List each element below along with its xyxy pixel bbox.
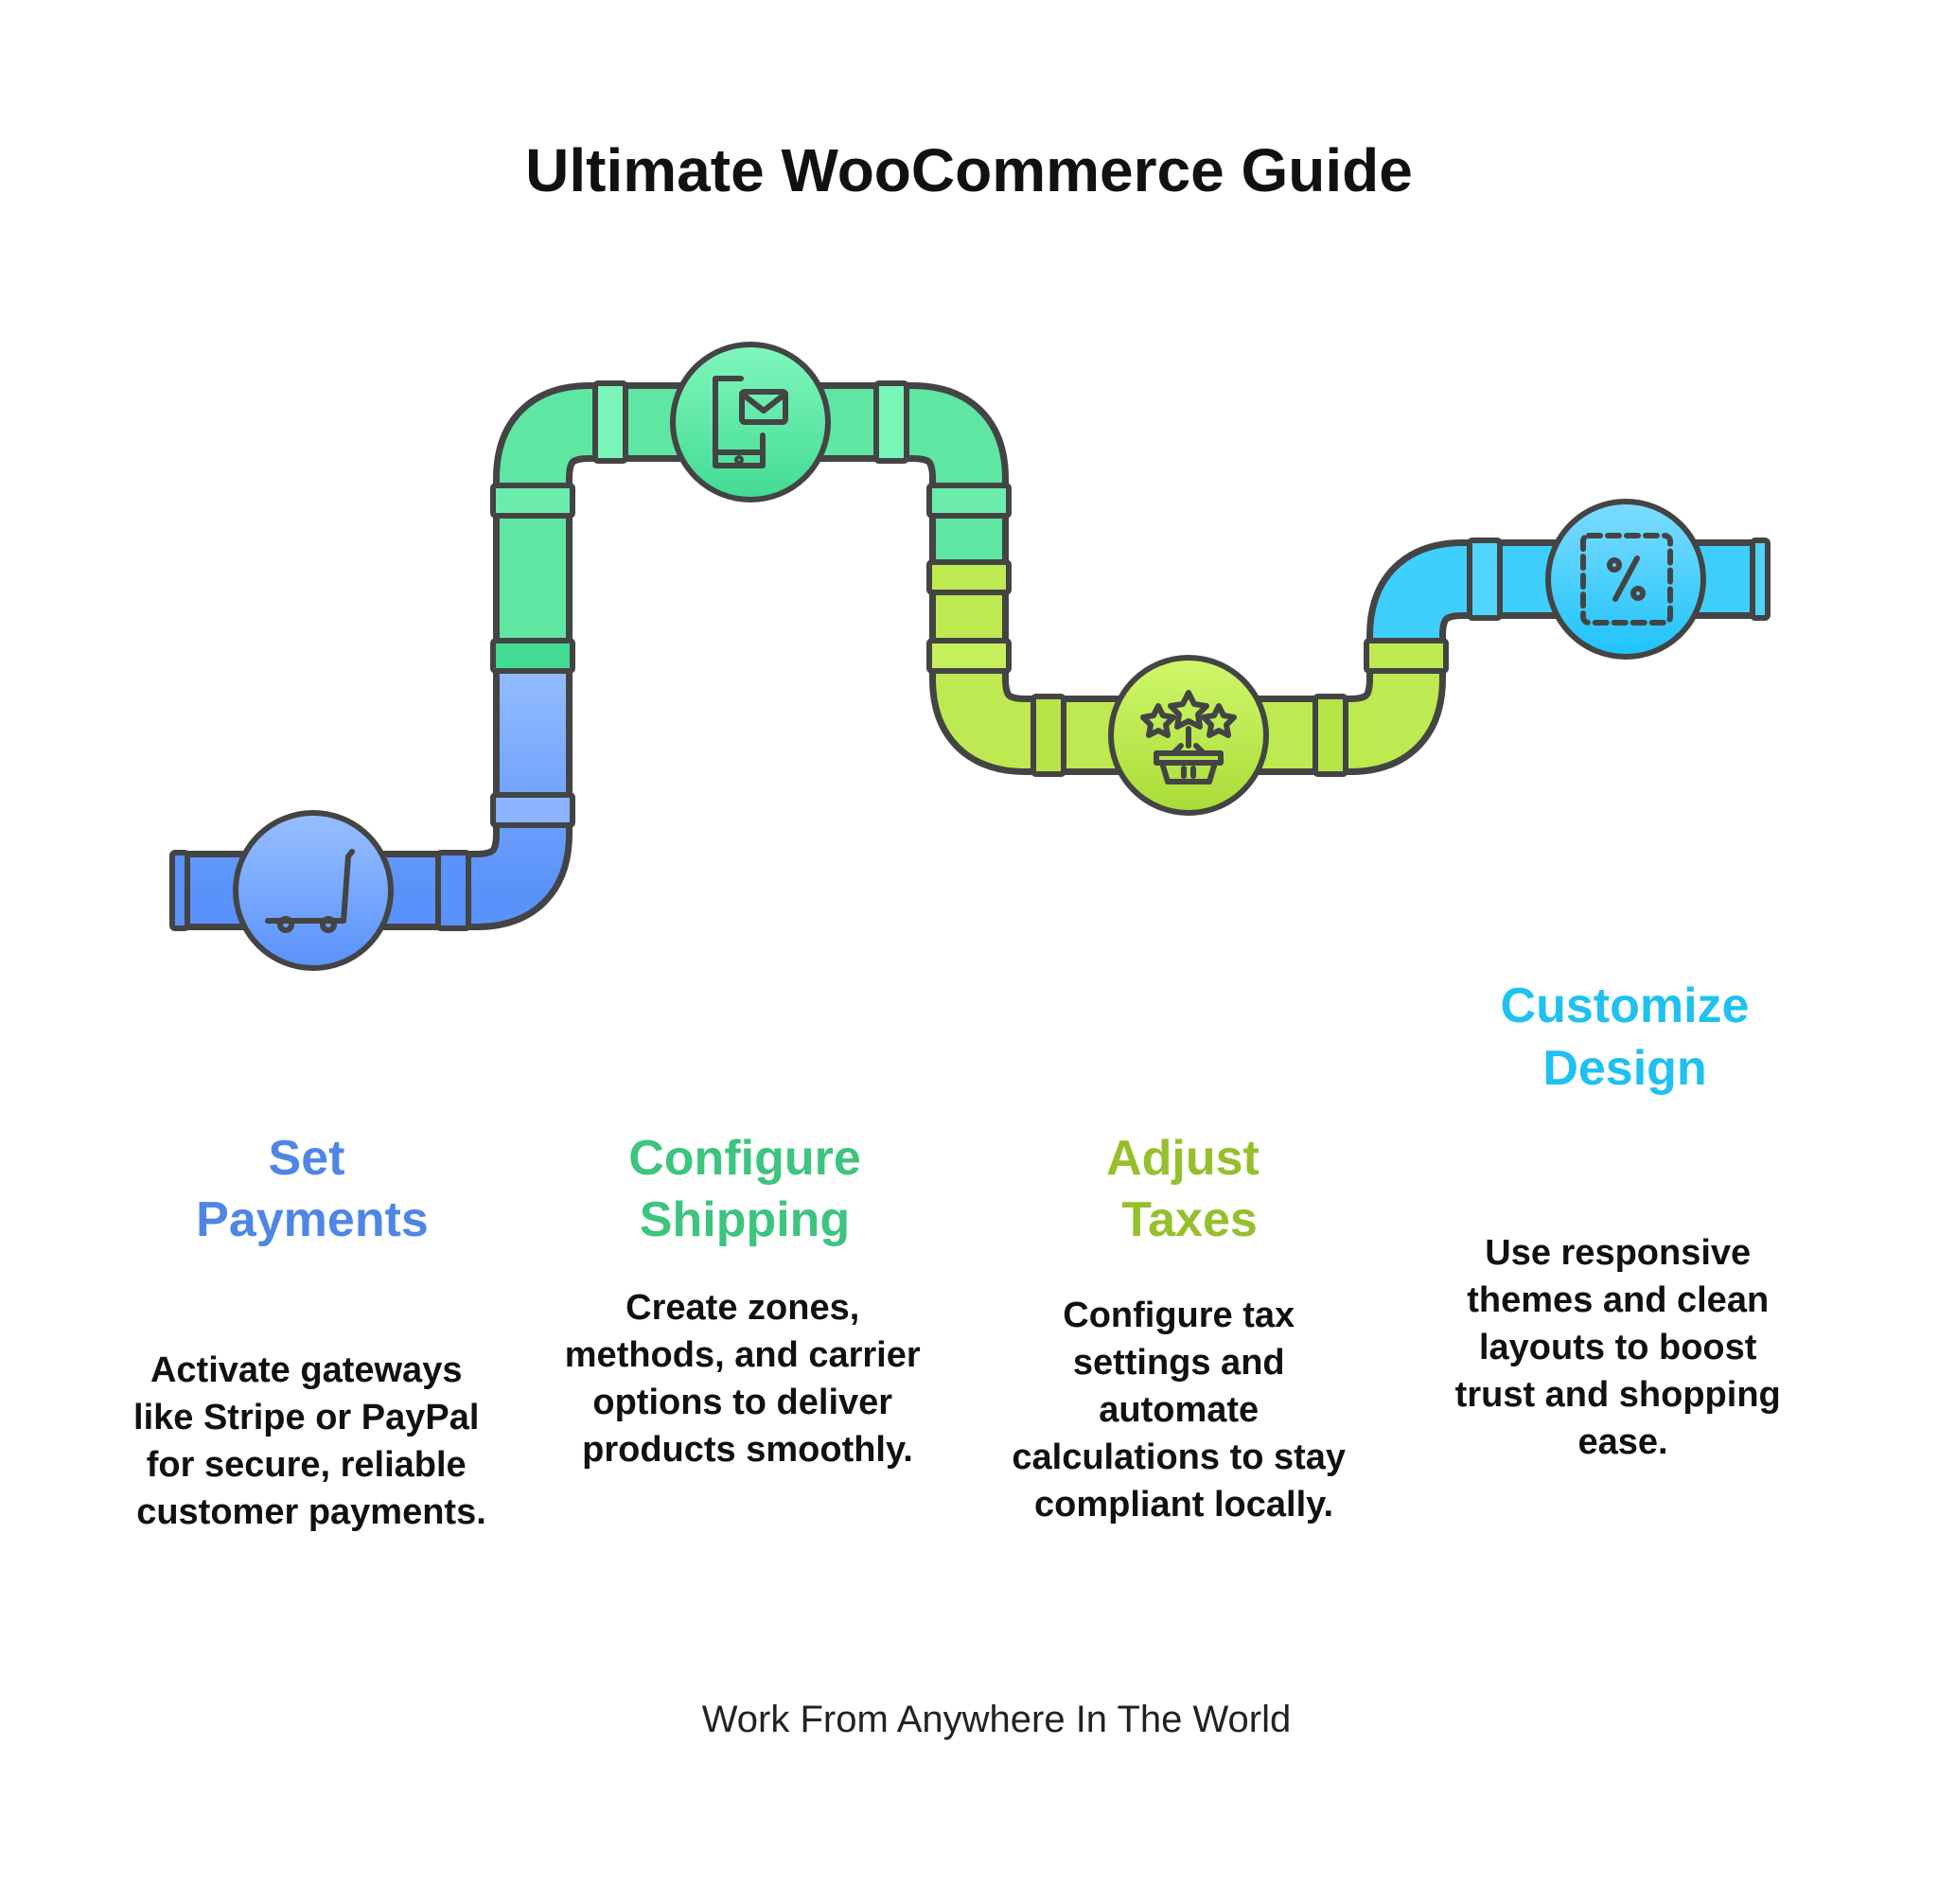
pipe-payments [175, 656, 566, 924]
step-description: Activate gateways like Stripe or PayPal … [133, 1350, 489, 1532]
mobile-mail-icon [713, 376, 788, 468]
star-basket-icon [1140, 690, 1237, 785]
step-description: Use responsive themes and clean layouts … [1455, 1233, 1791, 1462]
percent-tag-icon [1580, 533, 1673, 626]
shopping-cart-icon [265, 849, 355, 933]
step-design-node [1545, 499, 1706, 660]
pipe-design [1373, 546, 1762, 653]
page-title: Ultimate WooCommerce Guide [525, 136, 1413, 204]
pipe-collars [169, 380, 1771, 931]
step-shipping-node [670, 342, 831, 502]
step-taxes-node [1108, 655, 1269, 816]
footer-text: Work From Anywhere In The World [702, 1699, 1291, 1740]
step-description: Create zones, methods, and carrier optio… [565, 1288, 930, 1470]
step-description: Configure tax settings and automate calc… [1012, 1296, 1355, 1525]
step-payments-node [233, 810, 394, 971]
